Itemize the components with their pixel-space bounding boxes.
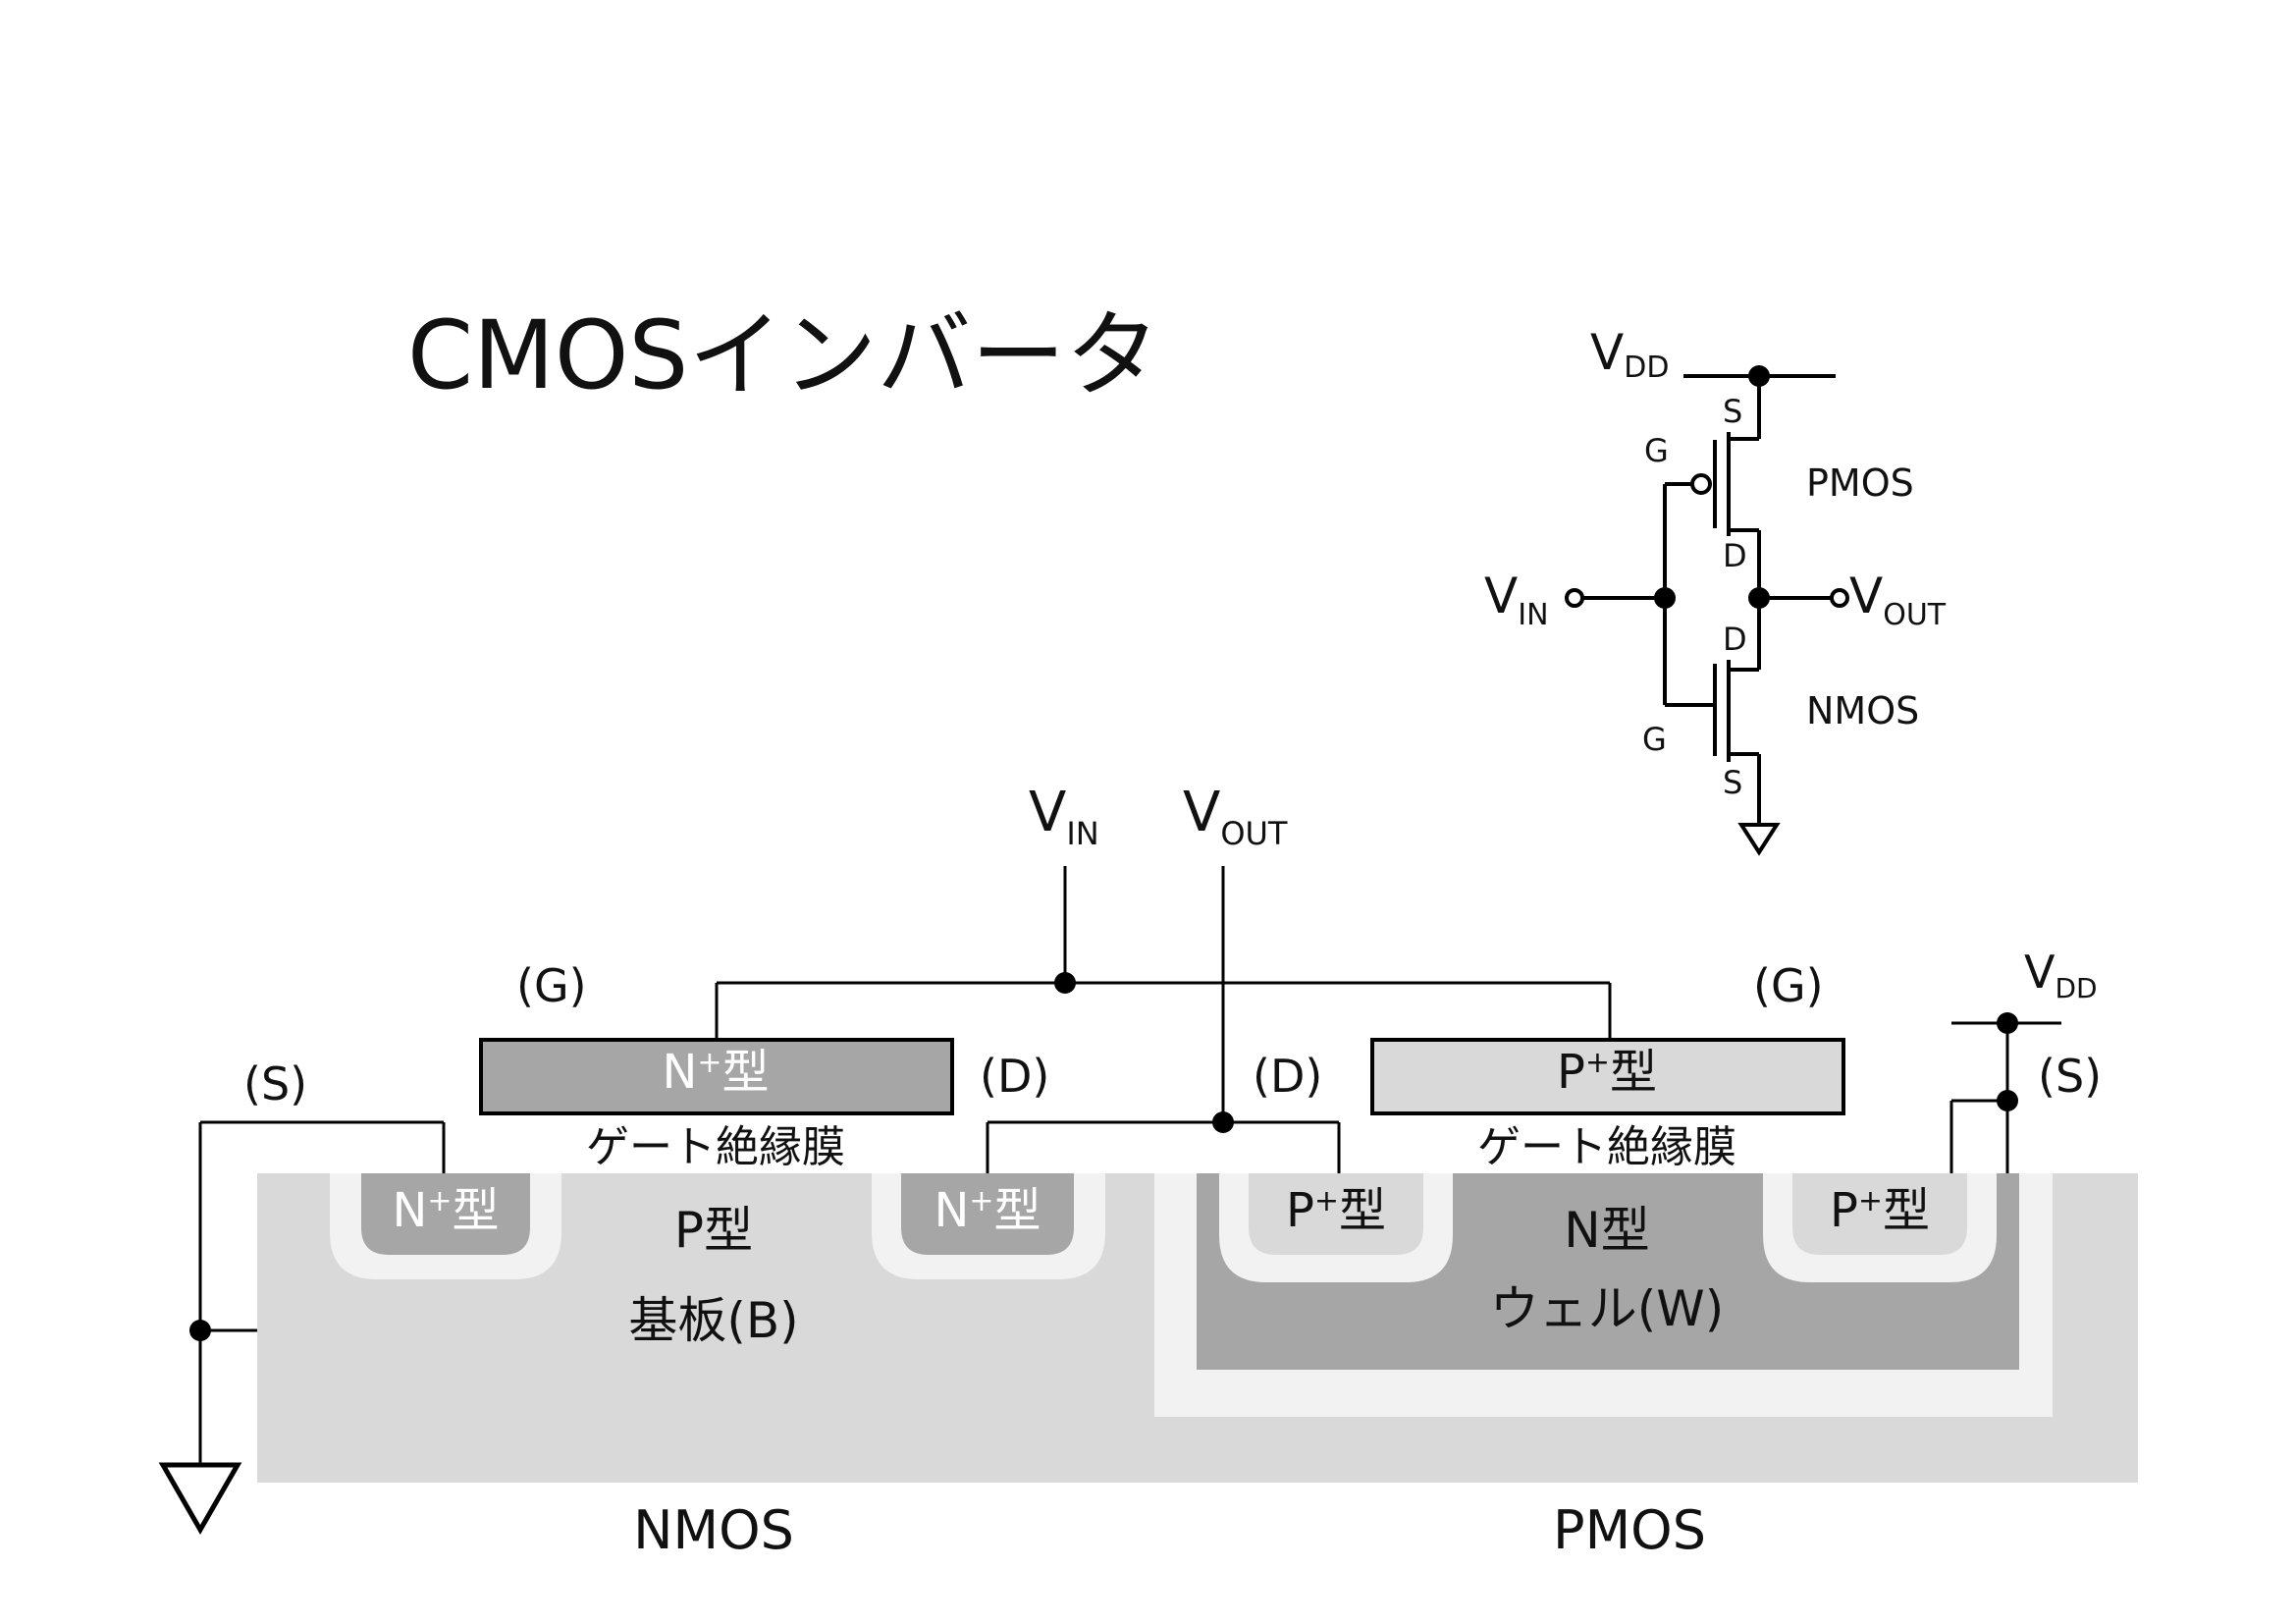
schematic-vin-label: VIN	[1484, 568, 1549, 632]
drain-node	[1212, 1111, 1234, 1133]
pmos-gate-oxide-label: ゲート絶縁膜	[1477, 1122, 1736, 1172]
vdd-node	[1997, 1012, 2018, 1034]
nmos-caption: NMOS	[633, 1499, 794, 1561]
well-name-label: ウェル(W)	[1490, 1280, 1724, 1337]
schematic-vout-label: VOUT	[1849, 568, 1947, 632]
nmos-drain-region-label: N+型	[934, 1183, 1041, 1238]
page-title: CMOSインバータ	[407, 300, 1159, 410]
nmos-source-region-label: N+型	[392, 1183, 499, 1238]
schematic-nmos-source-label: S	[1723, 764, 1742, 801]
substrate-node	[189, 1320, 211, 1341]
pmos-drain-region-label: P+型	[1286, 1183, 1386, 1238]
schematic-pmos-gate-label: G	[1644, 432, 1669, 469]
schematic-vdd-label: VDD	[1590, 324, 1669, 385]
substrate-type-label: P型	[674, 1202, 753, 1259]
pmos-gate-material-label: P+型	[1557, 1045, 1657, 1100]
nmos-source-region	[361, 1173, 530, 1255]
ground-symbol	[158, 1462, 242, 1536]
nmos-gate-oxide-label: ゲート絶縁膜	[586, 1122, 845, 1172]
pmos-source-terminal-label: (S)	[2038, 1050, 2102, 1103]
nmos-gate-material-label: N+型	[662, 1045, 769, 1100]
pmos-caption: PMOS	[1553, 1499, 1706, 1561]
schematic-pmos-source-label: S	[1723, 393, 1742, 430]
schematic-pmos-drain-label: D	[1723, 537, 1747, 574]
schematic-nmos-label: NMOS	[1806, 689, 1919, 732]
schematic-vout-terminal[interactable]	[1830, 588, 1849, 608]
nmos-drain-region	[901, 1173, 1074, 1255]
well-type-label: N型	[1564, 1202, 1649, 1259]
pmos-source-region-label: P+型	[1830, 1183, 1930, 1238]
pmos-source-region	[1792, 1173, 1967, 1255]
schematic-drain-node	[1748, 587, 1770, 609]
gate-node	[1054, 972, 1076, 994]
nmos-source-terminal-label: (S)	[243, 1057, 307, 1110]
schematic-nmos-drain-label: D	[1723, 621, 1747, 658]
vdd-label: VDD	[2024, 946, 2098, 1004]
nmos-gate-terminal-label: (G)	[516, 959, 587, 1012]
pmos-drain-terminal-label: (D)	[1253, 1050, 1322, 1103]
schematic-gate-node	[1654, 587, 1676, 609]
device-cross-section: VIN VOUT VDD (G) (G) (S) (D) (D) (S) N+型…	[158, 781, 2138, 1561]
vout-label: VOUT	[1183, 781, 1288, 852]
nmos-drain-terminal-label: (D)	[980, 1050, 1049, 1103]
pmos-gate-terminal-label: (G)	[1753, 959, 1824, 1012]
schematic-ground-symbol	[1737, 823, 1781, 856]
schematic-pmos-label: PMOS	[1806, 461, 1914, 505]
pmos-gate-bubble	[1690, 473, 1712, 495]
pmos-gate	[1370, 1038, 1845, 1115]
schematic-nmos-gate-label: G	[1642, 721, 1667, 758]
vin-label: VIN	[1029, 781, 1099, 852]
inverter-schematic: VDD VIN VOUT PMOS NMOS S G D D G S	[1484, 324, 1947, 856]
pmos-source-node	[1997, 1090, 2018, 1111]
substrate-name-label: 基板(B)	[628, 1292, 798, 1349]
pmos-drain-region	[1249, 1173, 1423, 1255]
schematic-vin-terminal[interactable]	[1565, 588, 1584, 608]
